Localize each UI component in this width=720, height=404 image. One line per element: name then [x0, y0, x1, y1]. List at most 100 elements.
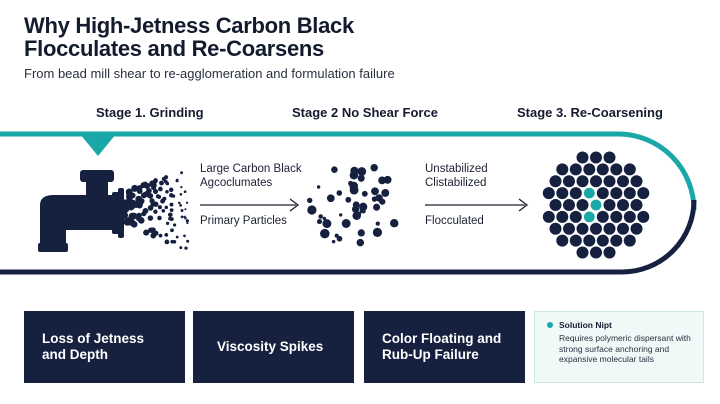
unstabilized-particles	[307, 163, 399, 247]
cluster-particle	[583, 234, 596, 247]
particle	[336, 190, 343, 196]
cluster-particle	[610, 187, 623, 200]
core-particle	[590, 199, 602, 211]
cluster-particle	[576, 199, 589, 211]
flocculated-cluster	[542, 151, 650, 259]
solution-title: Solution Nipt	[559, 320, 612, 330]
particle	[179, 204, 182, 207]
particle	[138, 198, 145, 204]
particle	[161, 208, 166, 213]
cluster-particle	[596, 210, 609, 223]
bead-mill-icon	[38, 170, 124, 252]
cluster-particle	[617, 222, 629, 235]
particle	[153, 209, 158, 214]
cluster-particle	[556, 163, 569, 176]
particle	[178, 201, 181, 205]
arrow-right-icon	[425, 198, 529, 212]
particle	[135, 215, 142, 222]
particle	[372, 227, 383, 238]
particle	[180, 215, 184, 219]
solution-dot-icon	[547, 322, 553, 328]
particle	[151, 185, 157, 191]
cluster-particle	[549, 222, 562, 235]
particle	[355, 211, 362, 218]
cluster-particle	[576, 175, 589, 188]
particle	[180, 209, 184, 212]
cluster-particle	[623, 234, 636, 247]
particle	[165, 181, 170, 186]
cluster-particle	[590, 246, 602, 259]
particle	[162, 196, 167, 201]
particle	[161, 176, 166, 181]
particle	[180, 171, 184, 175]
particle	[149, 198, 155, 204]
particle	[331, 239, 336, 244]
cluster-particle	[596, 163, 609, 176]
cluster-particle	[542, 187, 555, 200]
particle	[186, 222, 189, 225]
cluster-particle	[569, 187, 582, 200]
particle	[169, 193, 174, 198]
particle	[130, 220, 138, 228]
particle	[126, 198, 133, 205]
stage1-bottom-label: Primary Particles	[200, 215, 287, 227]
grinding-particles	[120, 171, 190, 250]
particle	[157, 215, 162, 221]
cluster-particle	[610, 210, 623, 223]
page-title: Why High-Jetness Carbon Black Flocculate…	[24, 13, 354, 61]
particle	[378, 176, 386, 185]
particle	[359, 208, 365, 214]
stage-2-label: Stage 2 No Shear Force	[292, 105, 438, 120]
stage1-top-label: Large Carbon Black Agcoclumates	[200, 163, 302, 189]
particle	[165, 190, 169, 194]
stage2-top-label: Unstabilized Clistabilized	[425, 163, 488, 189]
cluster-particle	[617, 175, 629, 188]
particle	[155, 194, 160, 199]
particle	[131, 184, 139, 192]
cluster-particle	[630, 222, 643, 235]
particle	[143, 229, 150, 236]
arrow-right-icon	[200, 198, 300, 212]
particle	[392, 220, 399, 228]
cluster-particle	[603, 246, 616, 259]
cluster-particle	[556, 187, 569, 200]
particle	[158, 186, 163, 192]
particle	[165, 221, 170, 226]
particle	[136, 188, 143, 195]
particle	[357, 167, 367, 176]
particle	[175, 179, 179, 183]
process-track-top	[0, 131, 697, 211]
particle	[375, 221, 380, 226]
particle	[142, 181, 148, 187]
page-subtitle: From bead mill shear to re-agglomeration…	[24, 66, 395, 81]
particle	[164, 205, 169, 210]
particle	[331, 166, 338, 173]
particle	[322, 216, 327, 221]
particle	[158, 233, 163, 238]
failure-card-viscosity: Viscosity Spikes	[193, 311, 354, 383]
cluster-particle	[603, 222, 616, 235]
particle	[375, 194, 383, 202]
cluster-particle	[569, 163, 582, 176]
particle	[164, 233, 169, 237]
cluster-particle	[630, 199, 643, 211]
cluster-particle	[590, 175, 602, 188]
particle	[164, 239, 170, 245]
particle	[170, 228, 174, 233]
particle	[345, 196, 352, 203]
particle	[140, 192, 147, 199]
particle	[320, 228, 330, 239]
cluster-particle	[556, 210, 569, 223]
cluster-particle	[583, 163, 596, 176]
particle	[147, 205, 154, 211]
cluster-particle	[596, 234, 609, 247]
cluster-particle	[637, 210, 650, 223]
particle	[170, 239, 175, 244]
cluster-particle	[549, 199, 562, 211]
particle	[185, 219, 189, 223]
particle	[349, 181, 359, 191]
particle	[184, 208, 187, 211]
process-track-bottom	[0, 199, 697, 275]
particle	[179, 192, 183, 196]
